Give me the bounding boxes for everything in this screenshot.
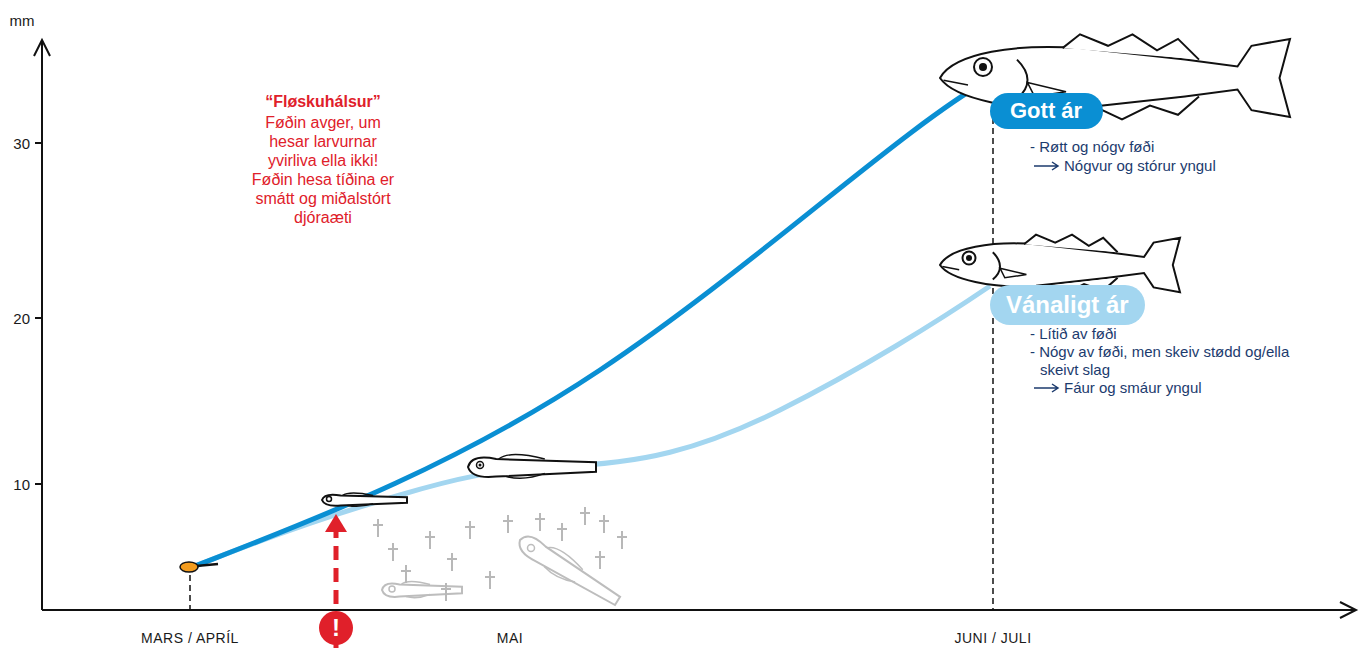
pill-label: Gott ár xyxy=(1010,98,1083,124)
result-note: Nógvur og stórur yngul xyxy=(1064,157,1216,175)
bottleneck-title: “Fløskuhálsur” xyxy=(265,93,381,111)
result-note: Fáur og smáur yngul xyxy=(1064,379,1202,397)
pill-label: Vánaligt ár xyxy=(1006,291,1129,319)
larvae xyxy=(322,455,596,507)
good-year-pill: Gott ár xyxy=(990,93,1103,129)
crosses xyxy=(373,507,627,601)
tick-label: 20 xyxy=(13,310,30,327)
good-year-curve xyxy=(190,80,988,568)
poor-year-curve xyxy=(190,286,990,568)
condition-note: - Lítið av føði xyxy=(1030,325,1117,343)
month-label: MAI xyxy=(497,630,523,646)
axes xyxy=(34,40,1356,618)
condition-note: - Nógv av føði, men skeiv stødd og/ella … xyxy=(1030,343,1315,379)
condition-note: - Røtt og nógv føði xyxy=(1030,138,1154,156)
warning-mark: ! xyxy=(332,614,340,642)
bottleneck-arrow xyxy=(319,514,353,648)
dead-larvae xyxy=(382,530,624,611)
month-label: MARS / APRÍL xyxy=(141,630,239,646)
dashed-guides xyxy=(190,88,993,610)
poor-year-pill: Vánaligt ár xyxy=(990,285,1145,325)
axis-unit: mm xyxy=(10,12,35,29)
egg xyxy=(180,562,218,572)
bottleneck-note: Føðin avger, um hesar larvurnar yvirliva… xyxy=(249,113,397,227)
tick-label: 10 xyxy=(13,476,30,493)
month-label: JUNI / JULI xyxy=(954,630,1031,646)
tick-label: 30 xyxy=(13,135,30,152)
